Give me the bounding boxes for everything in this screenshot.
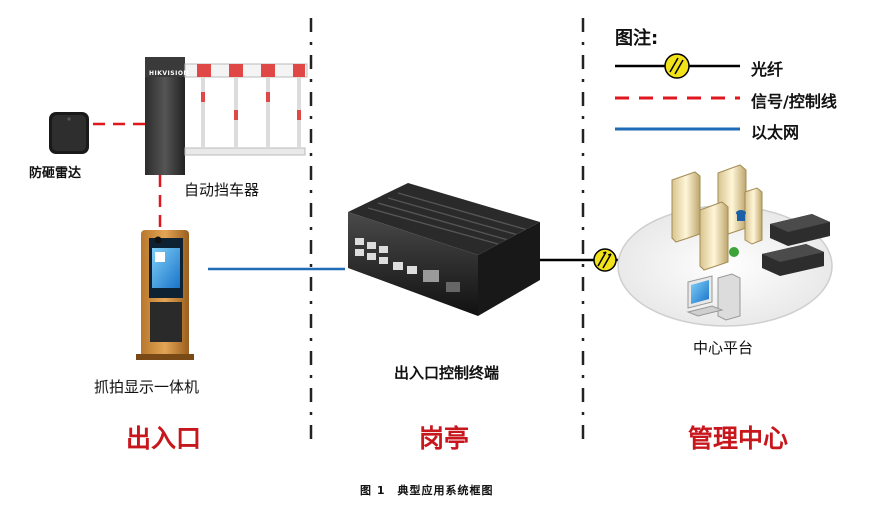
camera-display-label: 抓拍显示一体机 (94, 378, 200, 396)
radar-label: 防砸雷达 (29, 166, 82, 181)
legend-item-signal: 信号/控制线 (751, 92, 837, 111)
server-icon (671, 164, 763, 271)
legend-graphics (615, 53, 740, 131)
barrier-brand-label: HIKVISION (149, 70, 189, 77)
center-platform-group (617, 164, 833, 327)
radar-icon (49, 112, 89, 154)
zone-separators (309, 18, 585, 440)
zone-booth: 岗亭 (419, 424, 470, 453)
figure-caption: 图 1 典型应用系统框图 (360, 484, 494, 497)
legend-fiber-icon (664, 53, 690, 79)
legend-item-fiber: 光纤 (751, 60, 784, 79)
barrier-gate-icon (145, 57, 308, 175)
storage-icon (762, 214, 830, 276)
legend-item-ethernet: 以太网 (751, 123, 800, 142)
controller-label: 出入口控制终端 (394, 364, 500, 382)
controller-icon (348, 183, 540, 316)
center-platform-label: 中心平台 (693, 339, 754, 357)
workstation-icon (686, 273, 741, 321)
zone-management: 管理中心 (688, 424, 789, 453)
barrier-label: 自动挡车器 (184, 181, 260, 199)
legend-title: 图注: (615, 28, 659, 49)
zone-entrance: 出入口 (126, 424, 202, 453)
camera-display-icon (136, 230, 194, 360)
fiber-connector-icon (593, 248, 617, 272)
